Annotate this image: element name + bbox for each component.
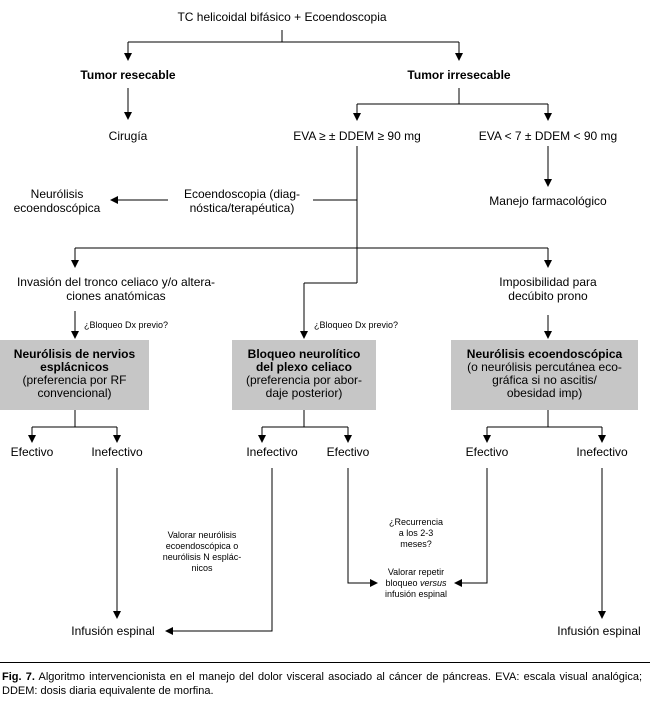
note-recurrencia-line2: a los 2-3 — [398, 528, 434, 538]
note-valorar-neurolisis: Valorar neurólisis ecoendoscópica o neur… — [150, 530, 254, 574]
question-bloqueo-mid: ¿Bloqueo Dx previo? — [314, 320, 399, 330]
node-cirugia: Cirugía — [108, 129, 148, 143]
box-mid-line4: daje posterior) — [265, 386, 343, 400]
box-left-title: Neurólisis de nervios — [13, 347, 136, 361]
note-valorar-line4: nicos — [191, 563, 213, 573]
note-valorar-line2: ecoendoscópica o — [165, 541, 239, 551]
outcome-left-efectivo: Efectivo — [10, 445, 54, 459]
box-mid-line2: del plexo celiaco — [255, 360, 353, 374]
note-valorar-line1: Valorar neurólisis — [167, 530, 237, 540]
final-infusion-right: Infusión espinal — [557, 624, 641, 638]
connector-root — [128, 30, 459, 43]
connector-box-mid-out — [262, 410, 348, 428]
node-neurolisis-eco: Neurólisis ecoendoscópica — [2, 187, 112, 215]
box-left-line2: esplácnicos — [40, 360, 109, 374]
node-invasion-line2: ciones anatómicas — [66, 289, 166, 303]
connector-box-left-out — [32, 410, 117, 428]
connector-box-right-out — [487, 410, 602, 428]
node-ecoendoscopia-line1: Ecoendoscopia (diag- — [183, 187, 301, 201]
arrow-mid-inefectivo-to-infusion — [165, 468, 273, 635]
note-repetir-line2a: bloqueo — [385, 578, 421, 588]
final-infusion-left: Infusión espinal — [71, 624, 155, 638]
note-recurrencia-line1: ¿Recurrencia — [388, 517, 444, 527]
note-repetir-line2b: versus — [420, 578, 447, 588]
node-imposibilidad-line2: decúbito prono — [508, 289, 588, 303]
box-left-line3: (preferencia por RF — [22, 373, 127, 387]
question-bloqueo-left: ¿Bloqueo Dx previo? — [84, 320, 169, 330]
node-neurolisis-eco-line1: Neurólisis — [30, 187, 84, 201]
note-valorar-repetir: Valorar repetir bloqueo versus infusión … — [374, 567, 458, 600]
node-neurolisis-eco-line2: ecoendoscópica — [13, 201, 101, 215]
node-root: TC helicoidal bifásico + Ecoendoscopia — [177, 10, 387, 24]
node-manejo-farmacologico: Manejo farmacológico — [489, 194, 607, 208]
outcome-mid-efectivo: Efectivo — [326, 445, 370, 459]
outcome-right-efectivo: Efectivo — [465, 445, 509, 459]
box-right-line4: obesidad imp) — [506, 386, 583, 400]
figure-caption: Fig. 7. Algoritmo intervencionista en el… — [2, 670, 642, 698]
note-repetir-line1: Valorar repetir — [387, 567, 445, 577]
node-ecoendoscopia-line2: nóstica/terapéutica) — [189, 201, 295, 215]
node-imposibilidad: Imposibilidad para decúbito prono — [486, 275, 610, 303]
arrow-right-efectivo-to-repetir — [454, 468, 488, 587]
note-repetir-line2: bloqueo versus — [374, 578, 458, 589]
caption-label: Fig. 7. — [2, 671, 35, 683]
node-imposibilidad-line1: Imposibilidad para — [499, 275, 597, 289]
note-recurrencia-line3: meses? — [400, 539, 432, 549]
node-tumor-resecable: Tumor resecable — [80, 68, 176, 82]
node-eva-low: EVA < 7 ± DDEM < 90 mg — [478, 129, 618, 143]
outcome-left-inefectivo: Inefectivo — [91, 445, 143, 459]
box-neurolisis-ecoendoscopica: Neurólisis ecoendoscópica (o neurólisis … — [451, 340, 638, 410]
node-invasion: Invasión del tronco celiaco y/o altera- … — [0, 275, 232, 303]
box-right-line2: (o neurólisis percutánea eco- — [467, 360, 622, 374]
box-mid-title: Bloqueo neurolítico — [247, 347, 361, 361]
caption-divider — [0, 662, 650, 663]
connector-irresecable — [357, 88, 548, 105]
node-eva-high: EVA ≥ ± DDEM ≥ 90 mg — [293, 129, 421, 143]
box-right-line3: gráfica si no ascitis/ — [492, 373, 597, 387]
caption-text: Algoritmo intervencionista en el manejo … — [2, 671, 643, 697]
node-invasion-line1: Invasión del tronco celiaco y/o altera- — [16, 275, 216, 289]
flowchart: TC helicoidal bifásico + Ecoendoscopia T… — [0, 10, 641, 638]
arrow-mid-efectivo-to-repetir — [347, 468, 378, 587]
box-right-title: Neurólisis ecoendoscópica — [466, 347, 623, 361]
outcome-right-inefectivo: Inefectivo — [576, 445, 628, 459]
box-bloqueo-plexo-celiaco: Bloqueo neurolítico del plexo celiaco (p… — [232, 340, 376, 410]
node-tumor-irresecable: Tumor irresecable — [407, 68, 511, 82]
box-left-line4: convencional) — [37, 386, 112, 400]
outcome-mid-inefectivo: Inefectivo — [246, 445, 298, 459]
box-mid-line3: (preferencia por abor- — [245, 373, 363, 387]
node-ecoendoscopia: Ecoendoscopia (diag- nóstica/terapéutica… — [168, 187, 316, 215]
box-neurolisis-esplacnicos: Neurólisis de nervios esplácnicos (prefe… — [0, 340, 149, 410]
note-recurrencia: ¿Recurrencia a los 2-3 meses? — [374, 517, 458, 550]
flowchart-connectors — [28, 30, 606, 635]
note-valorar-line3: neurólisis N esplác- — [162, 552, 242, 562]
note-repetir-line3: infusión espinal — [384, 589, 448, 599]
